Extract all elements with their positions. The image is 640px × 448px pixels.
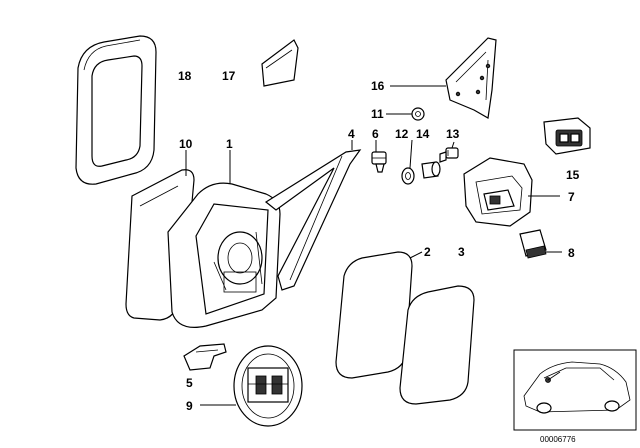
callout-14: 14: [416, 127, 430, 141]
callout-3: 3: [458, 245, 465, 259]
callout-5: 5: [186, 376, 193, 390]
callout-10: 10: [179, 137, 193, 151]
part-9-motor-drive: [233, 345, 303, 427]
part-2-mirror-glass: [335, 251, 413, 379]
reference-number: 00006776: [540, 435, 576, 444]
part-18-mirror-cap: [75, 35, 157, 185]
callout-4: 4: [348, 127, 355, 141]
part-6-screw: [371, 151, 387, 173]
part-7-switch-housing: [463, 157, 533, 227]
part-16-triangle-cover: [445, 37, 497, 119]
callout-1: 1: [226, 137, 233, 151]
callout-8: 8: [568, 246, 575, 260]
part-4-arm: [264, 149, 362, 291]
callout-7: 7: [568, 190, 575, 204]
part-5-clip: [183, 343, 227, 371]
part-8-cover: [519, 229, 547, 259]
callout-11: 11: [371, 107, 384, 121]
part-11-nut: [411, 107, 425, 121]
callout-13: 13: [446, 127, 460, 141]
part-13-bolt: [439, 147, 459, 163]
callout-18: 18: [178, 69, 192, 83]
car-location-inset: 00006776: [513, 349, 637, 444]
part-1-mirror-housing: [167, 182, 281, 328]
part-3-mirror-backing: [399, 285, 475, 405]
leader-lines: [185, 85, 562, 406]
callout-9: 9: [186, 399, 193, 413]
callout-labels: 18 17 10 1 4 6 12 14 13 11 16 15 7 8 2 3…: [178, 69, 580, 413]
callout-15: 15: [566, 168, 580, 182]
callout-12: 12: [395, 127, 409, 141]
part-17-glass-plate: [261, 39, 299, 87]
part-12-washer: [401, 167, 415, 185]
callout-6: 6: [372, 127, 379, 141]
callout-16: 16: [371, 79, 385, 93]
part-14-spacer: [421, 161, 441, 179]
callout-17: 17: [222, 69, 236, 83]
part-15-switch: [543, 117, 591, 155]
callout-2: 2: [424, 245, 431, 259]
